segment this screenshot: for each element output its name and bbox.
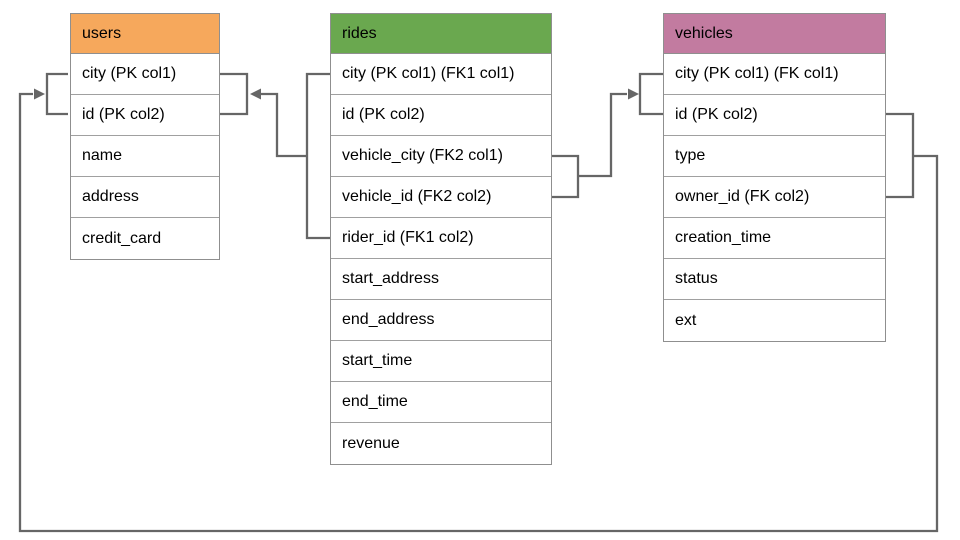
table-row: vehicle_city (FK2 col1): [331, 136, 551, 177]
vehicles-right-bracket: [886, 112, 915, 199]
table-row: revenue: [342, 434, 400, 452]
vehicles-left-bracket: [638, 72, 663, 116]
table-row: name: [71, 136, 219, 177]
fk-loop-line: [18, 92, 939, 533]
table-row: end_time: [331, 382, 551, 423]
rides-left-bracket: [305, 72, 330, 240]
rides-right-bracket: [552, 154, 580, 199]
fk1-connector-rides-to-users: [220, 72, 330, 240]
table-rides-header: rides: [331, 14, 551, 54]
table-rides: rides city (PK col1) (FK1 col1)id (PK co…: [330, 13, 552, 465]
table-row: status: [664, 259, 885, 300]
table-row: start_time: [331, 341, 551, 382]
arrowhead-into-users-left: [34, 88, 45, 100]
table-row: city (PK col1): [71, 54, 219, 95]
table-row: owner_id (FK col2): [664, 177, 885, 218]
fk-connector-vehicles-to-users: [18, 72, 939, 533]
fk1-link-line: [253, 92, 307, 158]
table-vehicles-rows: city (PK col1) (FK col1)id (PK col2)type…: [664, 54, 885, 341]
fk2-link-line: [578, 92, 627, 178]
table-row: credit_card: [82, 229, 162, 247]
table-users-header: users: [71, 14, 219, 54]
table-rides-rows: city (PK col1) (FK1 col1)id (PK col2)veh…: [331, 54, 551, 464]
table-row: start_address: [331, 259, 551, 300]
table-row: type: [664, 136, 885, 177]
table-row: id (PK col2): [664, 95, 885, 136]
table-row: creation_time: [664, 218, 885, 259]
table-row: end_address: [331, 300, 551, 341]
table-row: rider_id (FK1 col2): [331, 218, 551, 259]
table-row: vehicle_id (FK2 col2): [331, 177, 551, 218]
table-row: id (PK col2): [331, 95, 551, 136]
users-left-bracket: [45, 72, 68, 116]
users-right-bracket: [220, 72, 249, 116]
table-row: city (PK col1) (FK col1): [664, 54, 885, 95]
table-vehicles: vehicles city (PK col1) (FK col1)id (PK …: [663, 13, 886, 342]
table-vehicles-header: vehicles: [664, 14, 885, 54]
table-row: ext: [675, 311, 697, 329]
table-row: id (PK col2): [71, 95, 219, 136]
arrowhead-into-users-right: [250, 88, 261, 100]
fk2-connector-rides-to-vehicles: [552, 72, 663, 199]
arrowhead-into-vehicles-left: [628, 88, 639, 100]
table-row: address: [71, 177, 219, 218]
table-row: city (PK col1) (FK1 col1): [331, 54, 551, 95]
